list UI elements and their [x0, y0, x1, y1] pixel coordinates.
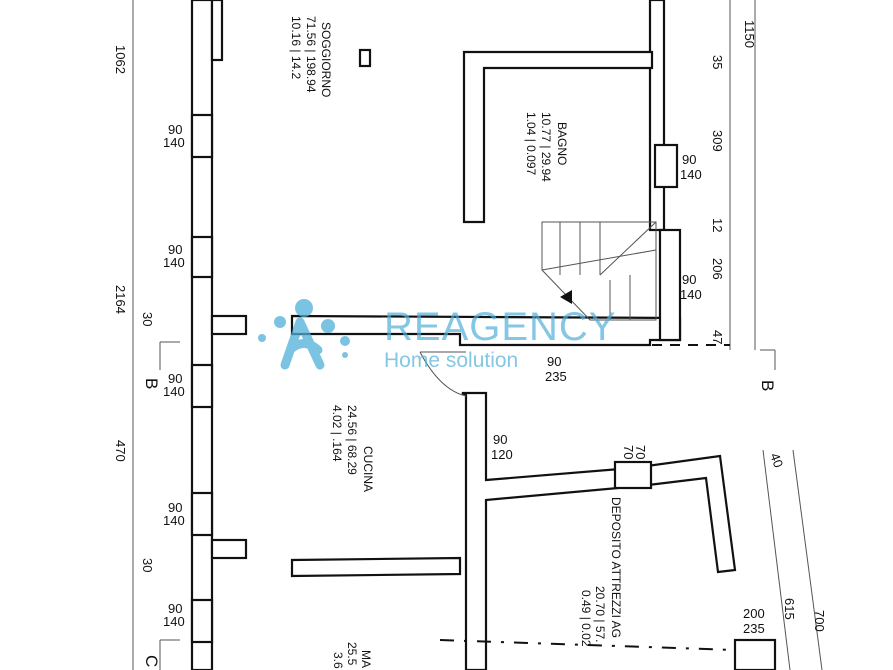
- room-ratio: 4.02 | .164: [330, 405, 344, 462]
- room-name: MA: [359, 650, 373, 668]
- dim-700: 700: [812, 610, 827, 632]
- room-area: 25.5: [345, 642, 359, 666]
- opening-height: 140: [680, 287, 702, 302]
- room-ratio: 0.49 | 0.02: [579, 590, 593, 647]
- room-name: BAGNO: [555, 122, 569, 165]
- section-mark-c: C: [142, 655, 161, 667]
- opening-width: 90: [168, 371, 182, 386]
- dim-47: 47: [710, 330, 725, 344]
- dimension-labels: 1062 2164 470 30 30 1150 35 309 12 206 4…: [113, 20, 827, 636]
- opening-height: 70: [621, 445, 636, 459]
- opening-width: 90: [168, 122, 182, 137]
- room-name: CUCINA: [361, 446, 375, 492]
- dim-615: 615: [782, 598, 797, 620]
- dim-30: 30: [140, 558, 155, 572]
- room-ratio: 10.16 | 14.2: [289, 16, 303, 79]
- opening-height: 140: [163, 384, 185, 399]
- staircase: [541, 221, 657, 321]
- opening-width: 90: [493, 432, 507, 447]
- opening-width: 90: [547, 354, 561, 369]
- section-mark-b: B: [142, 378, 161, 389]
- room-ratio: 1.04 | 0.097: [524, 112, 538, 175]
- opening-height: 235: [545, 369, 567, 384]
- opening-width: 70: [633, 445, 648, 459]
- dim-35: 35: [710, 55, 725, 69]
- dim-470: 470: [113, 440, 128, 462]
- room-cucina: CUCINA 24.56 | 68.29 4.02 | .164: [330, 405, 375, 492]
- stair-arrow-icon: [560, 290, 572, 304]
- opening-width: 90: [682, 152, 696, 167]
- room-area: 20.70 | 57.: [593, 586, 607, 643]
- opening-width: 90: [168, 601, 182, 616]
- opening-width: 90: [168, 500, 182, 515]
- dim-40: 40: [767, 451, 786, 470]
- windows-left: [190, 113, 214, 644]
- opening-width: 90: [682, 272, 696, 287]
- opening-height: 140: [163, 614, 185, 629]
- room-bagno: BAGNO 10.77 | 29.94 1.04 | 0.097: [524, 112, 569, 182]
- opening-height: 140: [680, 167, 702, 182]
- room-area: 10.77 | 29.94: [539, 112, 553, 182]
- room-name: SOGGIORNO: [319, 22, 333, 97]
- opening-height: 235: [743, 621, 765, 636]
- room-ratio: 3.6: [331, 652, 345, 669]
- section-mark-b: B: [758, 380, 777, 391]
- dimension-lines: [132, 0, 823, 670]
- watermark-brand: REAGENCY: [384, 305, 617, 349]
- room-deposito: DEPOSITO ATTREZZI AG 20.70 | 57. 0.49 | …: [579, 497, 623, 647]
- room-soggiorno: SOGGIORNO 71.56 | 198.94 10.16 | 14.2: [289, 16, 333, 97]
- dim-206: 206: [710, 258, 725, 280]
- dim-309: 309: [710, 130, 725, 152]
- dim-30: 30: [140, 312, 155, 326]
- watermark-logo: [258, 299, 350, 370]
- dim-12: 12: [710, 218, 725, 232]
- room-bottom: MA 25.5 3.6: [331, 642, 373, 669]
- opening-width: 90: [168, 242, 182, 257]
- dim-1150: 1150: [742, 20, 757, 48]
- opening-height: 140: [163, 513, 185, 528]
- room-area: 24.56 | 68.29: [345, 405, 359, 475]
- dim-2164: 2164: [113, 285, 128, 314]
- opening-height: 140: [163, 255, 185, 270]
- room-name: DEPOSITO ATTREZZI AG: [609, 497, 623, 638]
- watermark-tagline: Home solution: [384, 349, 518, 372]
- opening-height: 120: [491, 447, 513, 462]
- opening-height: 140: [163, 135, 185, 150]
- door-swing: [419, 351, 467, 397]
- room-area: 71.56 | 198.94: [304, 16, 318, 93]
- opening-width: 200: [743, 606, 765, 621]
- dim-1062: 1062: [113, 45, 128, 74]
